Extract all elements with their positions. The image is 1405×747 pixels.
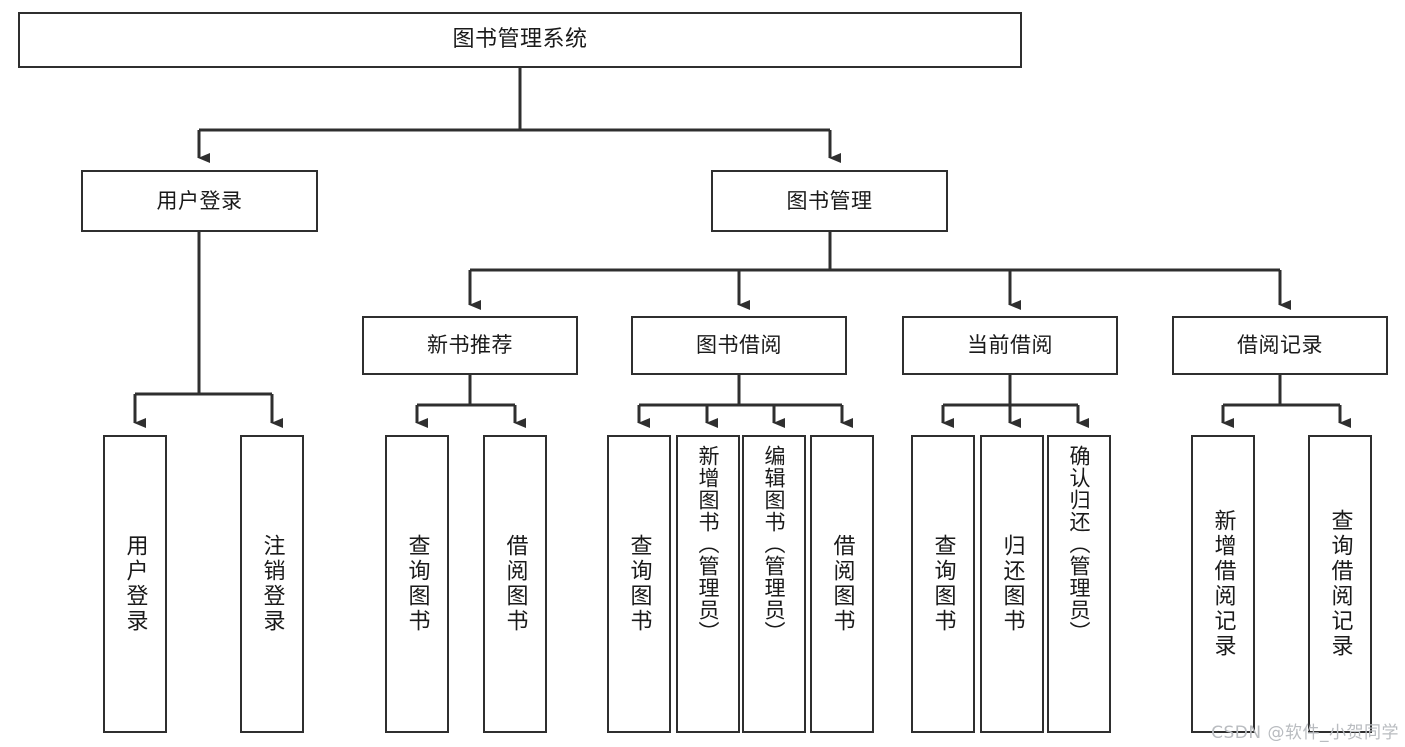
leaf-edit-book[interactable]: 编辑图书（管理员） xyxy=(742,435,806,733)
node-borrow-record[interactable]: 借阅记录 xyxy=(1172,316,1388,375)
node-book-manage[interactable]: 图书管理 xyxy=(711,170,948,232)
leaf-return-book-label: 归还图书 xyxy=(999,534,1025,634)
node-user-login[interactable]: 用户登录 xyxy=(81,170,318,232)
leaf-query-book-3-label: 查询图书 xyxy=(930,534,956,634)
node-book-manage-label: 图书管理 xyxy=(786,188,873,213)
leaf-borrow-book-1[interactable]: 借阅图书 xyxy=(483,435,547,733)
leaf-add-record[interactable]: 新增借阅记录 xyxy=(1191,435,1255,733)
node-current-borrow-label: 当前借阅 xyxy=(967,333,1053,358)
leaf-add-record-label: 新增借阅记录 xyxy=(1210,509,1236,659)
leaf-user-login-label: 用户登录 xyxy=(122,534,148,634)
node-book-borrow-label: 图书借阅 xyxy=(696,333,782,358)
node-new-book-recommend-label: 新书推荐 xyxy=(427,333,513,358)
leaf-query-record[interactable]: 查询借阅记录 xyxy=(1308,435,1372,733)
leaf-add-book-label: 新增图书（管理员） xyxy=(696,445,721,643)
node-borrow-record-label: 借阅记录 xyxy=(1237,333,1323,358)
leaf-edit-book-label: 编辑图书（管理员） xyxy=(762,445,787,643)
leaf-query-book-3[interactable]: 查询图书 xyxy=(911,435,975,733)
leaf-confirm-return[interactable]: 确认归还（管理员） xyxy=(1047,435,1111,733)
leaf-query-book-2-label: 查询图书 xyxy=(626,534,652,634)
leaf-logout-login-label: 注销登录 xyxy=(259,534,285,634)
leaf-query-book-1-label: 查询图书 xyxy=(404,534,430,634)
leaf-borrow-book-2[interactable]: 借阅图书 xyxy=(810,435,874,733)
node-root[interactable]: 图书管理系统 xyxy=(18,12,1022,68)
leaf-query-book-1[interactable]: 查询图书 xyxy=(385,435,449,733)
leaf-query-book-2[interactable]: 查询图书 xyxy=(607,435,671,733)
leaf-return-book[interactable]: 归还图书 xyxy=(980,435,1044,733)
node-current-borrow[interactable]: 当前借阅 xyxy=(902,316,1118,375)
node-root-label: 图书管理系统 xyxy=(452,27,588,53)
leaf-borrow-book-1-label: 借阅图书 xyxy=(502,534,528,634)
leaf-user-login[interactable]: 用户登录 xyxy=(103,435,167,733)
leaf-add-book[interactable]: 新增图书（管理员） xyxy=(676,435,740,733)
node-user-login-label: 用户登录 xyxy=(156,188,243,213)
leaf-logout-login[interactable]: 注销登录 xyxy=(240,435,304,733)
leaf-borrow-book-2-label: 借阅图书 xyxy=(829,534,855,634)
node-new-book-recommend[interactable]: 新书推荐 xyxy=(362,316,578,375)
leaf-confirm-return-label: 确认归还（管理员） xyxy=(1067,445,1092,643)
node-book-borrow[interactable]: 图书借阅 xyxy=(631,316,847,375)
leaf-query-record-label: 查询借阅记录 xyxy=(1327,509,1353,659)
